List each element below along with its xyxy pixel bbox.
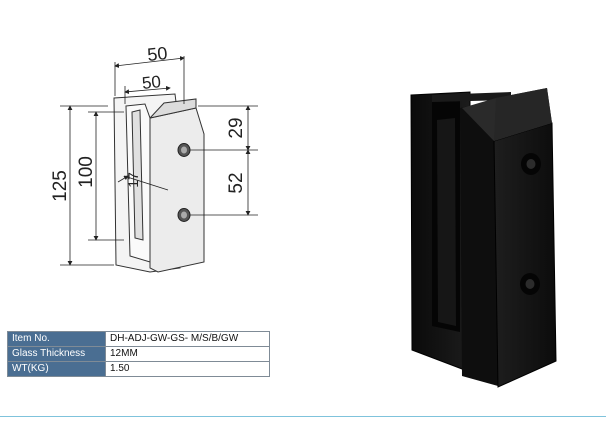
dim-inner-height: 100 [76,156,97,188]
dimension-lines [60,56,258,266]
spec-key: WT(KG) [7,361,106,377]
spec-value: 1.50 [105,361,270,377]
dimension-labels: 50 50 125 100 17 29 52 [50,43,247,202]
spec-key: Item No. [7,331,106,347]
dim-slot: 17 [125,172,141,188]
dim-top-width: 50 [146,43,168,65]
spec-value: DH-ADJ-GW-GS- M/S/B/GW [105,331,270,347]
spec-row: Glass Thickness 12MM [7,346,270,362]
spec-table: Item No. DH-ADJ-GW-GS- M/S/B/GW Glass Th… [7,331,270,377]
product-photo [410,88,557,388]
bottom-divider [0,416,606,417]
dim-total-height: 125 [50,170,71,202]
dim-inner-width: 50 [141,72,162,93]
spec-value: 12MM [105,346,270,362]
clamp-line-drawing [113,93,205,273]
spec-row: WT(KG) 1.50 [7,361,270,377]
dim-right-upper: 29 [226,117,247,138]
spec-key: Glass Thickness [7,346,106,362]
spec-row: Item No. DH-ADJ-GW-GS- M/S/B/GW [7,331,270,347]
dim-right-lower: 52 [226,172,247,193]
